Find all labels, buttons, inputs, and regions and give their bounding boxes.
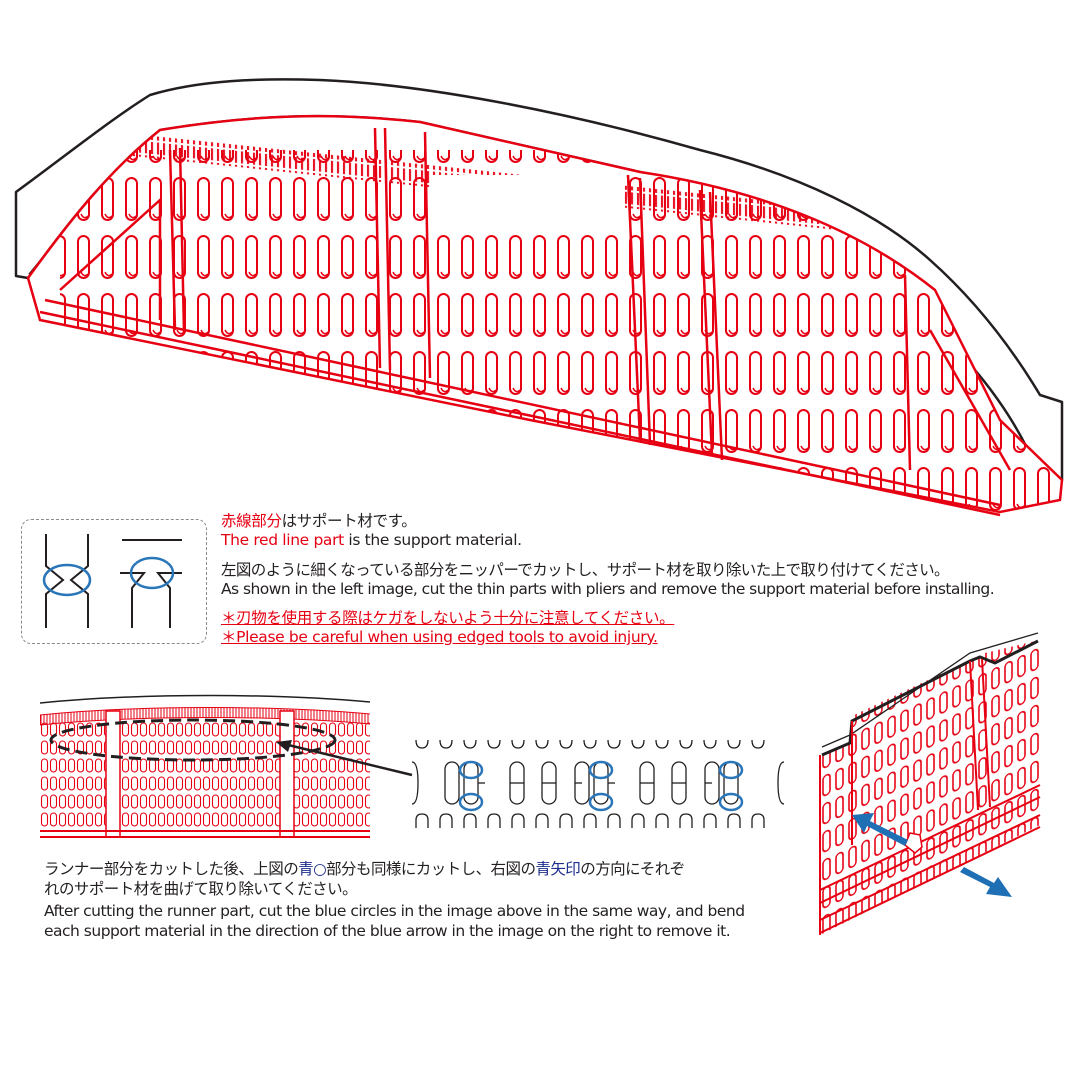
warning-en: ＊Please be careful when using edged tool… [221, 628, 658, 646]
note-line-1: 赤線部分はサポート材です。 [221, 512, 417, 530]
runner-instruction-jp-line1: ランナー部分をカットした後、上図の青○部分も同様にカットし、右図の青矢印の方向に… [44, 860, 685, 878]
blue-circle-6 [718, 792, 744, 812]
warning-jp: ＊刃物を使用する際はケガをしないよう十分に注意してください。 [221, 609, 675, 627]
runner-instruction-en-line2: each support material in the direction o… [44, 922, 731, 940]
note-line-2: The red line part is the support materia… [221, 531, 522, 549]
red-line-label-en: The red line part [221, 531, 344, 549]
cut-detail-box [21, 519, 207, 644]
thin-joint-cut-icon [42, 534, 92, 628]
runner-instruction-jp-line2: れのサポート材を曲げて取り除いてください。 [44, 880, 358, 898]
runner-closeup-illustration [40, 694, 413, 838]
blue-circle-label: 青○ [298, 860, 327, 878]
blue-circle-2 [458, 792, 484, 812]
cut-instruction-jp: 左図のように細くなっている部分をニッパーでカットし、サポート材を取り除いた上で取… [221, 561, 950, 579]
runner-instruction-en-line1: After cutting the runner part, cut the b… [44, 902, 745, 920]
cut-instruction-en: As shown in the left image, cut the thin… [221, 580, 995, 598]
blue-arrow-label: 青矢印 [535, 860, 581, 878]
blue-circle-1 [458, 760, 484, 780]
blue-circle-cut-points-illustration [411, 739, 785, 828]
red-line-label-jp: 赤線部分 [221, 512, 282, 530]
blue-circle-3 [588, 760, 614, 780]
bend-direction-arrows-illustration [819, 632, 1041, 935]
part-with-support-illustration [14, 78, 1064, 517]
t-joint-cut-icon [120, 539, 182, 628]
blue-circle-4 [588, 792, 614, 812]
blue-circle-5 [718, 760, 744, 780]
